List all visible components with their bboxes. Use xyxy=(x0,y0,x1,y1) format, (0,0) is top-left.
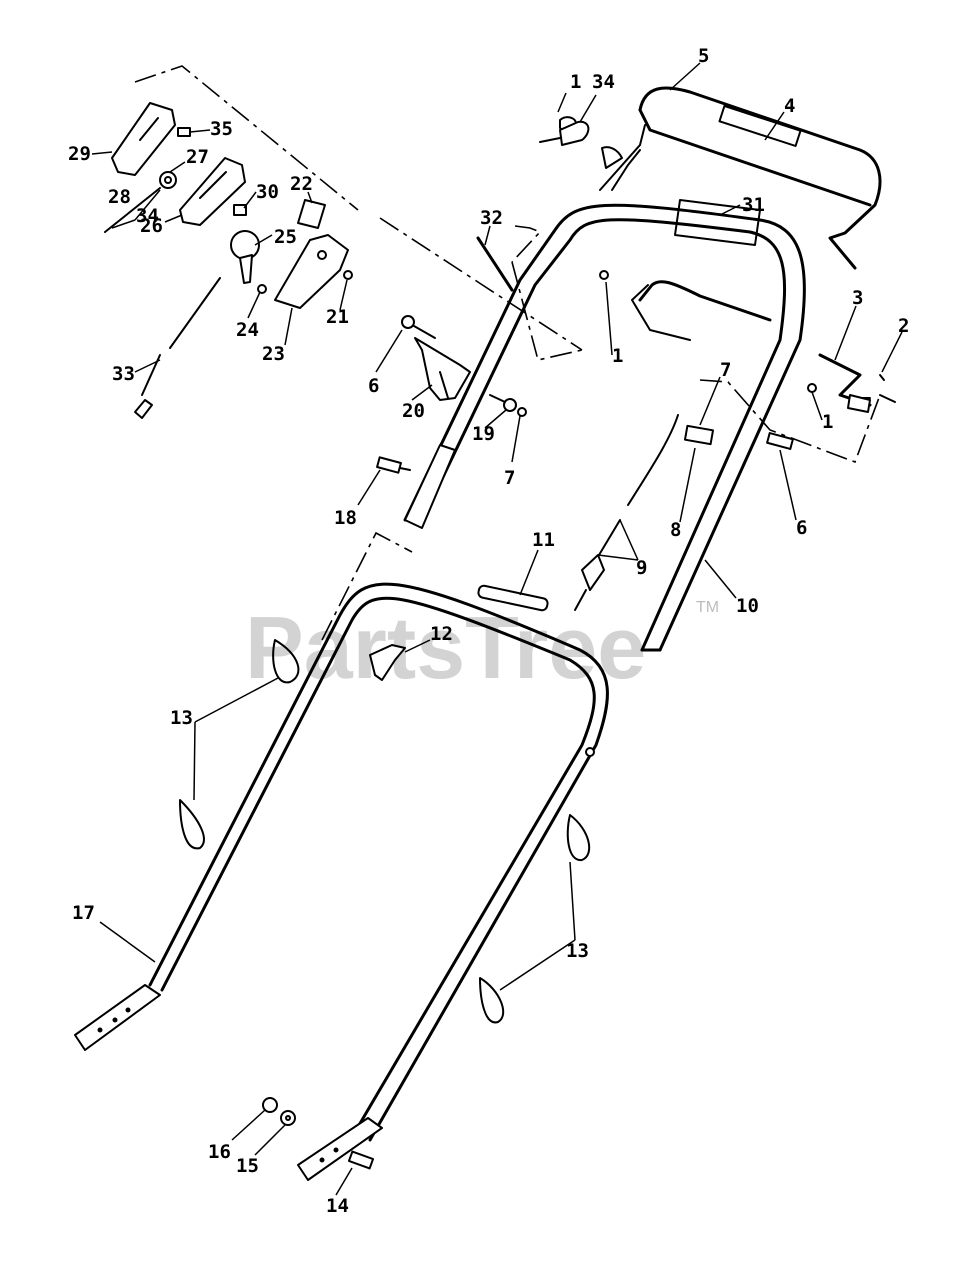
callout-21: 21 xyxy=(326,306,349,328)
callout-5: 5 xyxy=(698,45,709,67)
lower-handle xyxy=(74,582,609,1181)
callout-9: 9 xyxy=(636,557,647,579)
callout-20: 20 xyxy=(402,400,425,422)
lower-hardware xyxy=(262,1097,375,1170)
bolt-part-6-right xyxy=(766,432,794,450)
callout-7b: 7 xyxy=(504,467,515,489)
callout-numbers: 1 34 5 4 31 32 1 3 2 1 7 6 8 9 10 11 12 … xyxy=(68,45,909,1217)
callout-13b: 13 xyxy=(566,940,589,962)
callout-11: 11 xyxy=(532,529,555,551)
callout-1c: 1 xyxy=(822,411,833,433)
callout-2: 2 xyxy=(898,315,909,337)
callout-24: 24 xyxy=(236,319,259,341)
nuts-part-19-7 xyxy=(489,394,527,417)
callout-7a: 7 xyxy=(720,359,731,381)
callout-29: 29 xyxy=(68,143,91,165)
callout-14: 14 xyxy=(326,1195,349,1217)
callout-33: 33 xyxy=(112,363,135,385)
wing-nut-part-12 xyxy=(369,644,406,681)
callout-17: 17 xyxy=(72,902,95,924)
right-side-hardware xyxy=(807,353,896,413)
callout-35: 35 xyxy=(210,118,233,140)
top-hardware xyxy=(539,116,623,169)
callout-22: 22 xyxy=(290,173,313,195)
callout-1b: 1 xyxy=(612,345,623,367)
leader-lines xyxy=(91,62,903,1196)
upper-handle-grip xyxy=(599,86,882,270)
cable-part-9 xyxy=(574,414,715,611)
callout-26: 26 xyxy=(140,215,163,237)
callout-4: 4 xyxy=(784,95,795,117)
callout-6a: 6 xyxy=(796,517,807,539)
group-boundary-lines xyxy=(134,65,881,641)
bracket-part-20 xyxy=(401,315,471,401)
control-parts-group xyxy=(104,102,353,419)
callout-31: 31 xyxy=(742,194,765,216)
callout-18: 18 xyxy=(334,507,357,529)
callout-3: 3 xyxy=(852,287,863,309)
callout-6b: 6 xyxy=(368,375,379,397)
mid-handle-frame xyxy=(403,203,806,652)
watermark-text: PartsTree xyxy=(245,598,646,697)
pin-part-32 xyxy=(476,236,514,292)
callout-1a: 1 xyxy=(570,71,581,93)
callout-15: 15 xyxy=(236,1155,259,1177)
callout-8: 8 xyxy=(670,519,681,541)
callout-10: 10 xyxy=(736,595,759,617)
plate-part-11 xyxy=(477,584,549,612)
cable-ties-part-13 xyxy=(179,639,591,1024)
callout-34a: 34 xyxy=(592,71,615,93)
callout-12: 12 xyxy=(430,623,453,645)
watermark-trademark: TM xyxy=(696,599,719,616)
callout-34b: 34 xyxy=(136,205,159,227)
callout-32: 32 xyxy=(480,207,503,229)
callout-30: 30 xyxy=(256,181,279,203)
callout-28: 28 xyxy=(108,186,131,208)
callout-27: 27 xyxy=(186,146,209,168)
bolt-part-18 xyxy=(376,456,411,474)
callout-25: 25 xyxy=(274,226,297,248)
callout-13a: 13 xyxy=(170,707,193,729)
callout-19: 19 xyxy=(472,423,495,445)
callout-16: 16 xyxy=(208,1141,231,1163)
callout-23: 23 xyxy=(262,343,285,365)
